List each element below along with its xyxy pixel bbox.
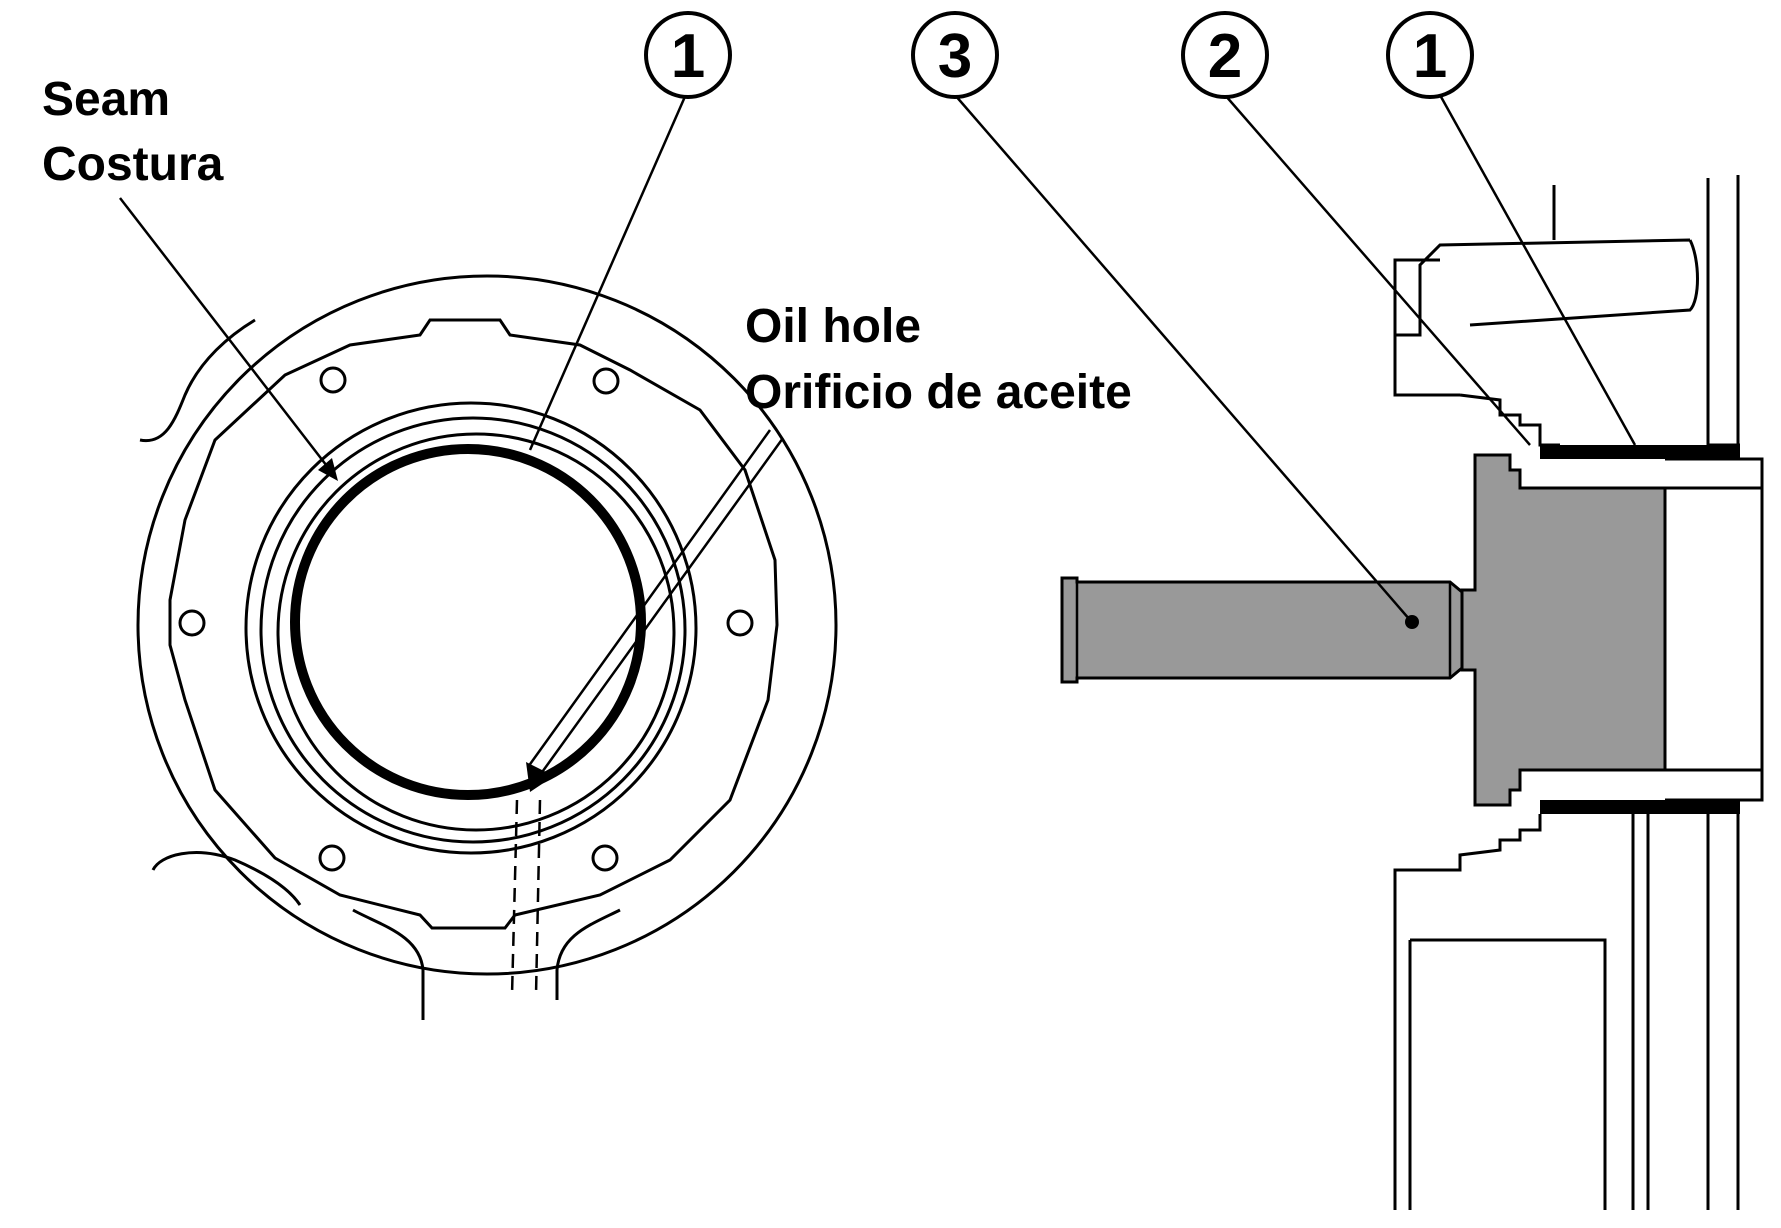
callout-right-1-circle xyxy=(1386,11,1474,99)
housing-stem xyxy=(352,908,425,1020)
lower-seal-step xyxy=(1393,814,1542,940)
bolt-hole-left xyxy=(178,609,206,637)
oil-hole-arrowhead xyxy=(526,762,554,792)
seam-arrowhead xyxy=(318,458,338,481)
retainer-right-outline xyxy=(1665,457,1764,802)
bore-ring-outer xyxy=(244,401,698,855)
seal-ring xyxy=(290,444,646,800)
oil-passage-dash-right xyxy=(534,799,542,996)
lower-housing-body xyxy=(1393,938,1607,1210)
seam-label-en: Seam xyxy=(42,73,170,126)
callout-left-1-number: 1 xyxy=(671,22,705,91)
callout-right-3-dot xyxy=(1405,615,1419,629)
section-view xyxy=(954,94,1764,1210)
bolt-hole-top-left xyxy=(319,366,347,394)
flange-outline xyxy=(168,318,779,930)
bore-ring-inner xyxy=(276,432,676,832)
bolt-hole-bottom-right xyxy=(591,844,619,872)
callout-right-2-circle xyxy=(1181,11,1269,99)
housing-left-upper-curve xyxy=(139,318,256,443)
bolt-hole-top-right xyxy=(592,367,620,395)
seal-bottom-band xyxy=(1540,800,1740,814)
seam-leader-line xyxy=(119,197,331,471)
front-view xyxy=(119,91,838,1020)
upper-seal-step xyxy=(1459,393,1560,447)
callout-right-2-number: 2 xyxy=(1208,22,1242,91)
seam-label-es: Costura xyxy=(42,138,224,191)
callout-right-1-leader xyxy=(1438,94,1637,446)
callout-left-1-circle xyxy=(644,11,732,99)
upper-housing-right xyxy=(1706,310,1740,447)
callout-right-1: 1 xyxy=(1386,11,1474,99)
callout-right-1-number: 1 xyxy=(1413,22,1447,91)
housing-outer-circle xyxy=(136,274,838,976)
callout-right-3: 3 xyxy=(911,11,999,99)
bore-ring-middle xyxy=(259,416,687,844)
bolt-hole-right xyxy=(726,609,754,637)
upper-housing-pocket xyxy=(1393,238,1699,397)
bolt-hole-bottom-left xyxy=(318,844,346,872)
callout-right-3-leader xyxy=(954,94,1411,621)
shaft-flange-part xyxy=(1460,453,1667,807)
housing-left-lower-curve xyxy=(151,851,302,906)
oil-hole-label-es: Orificio de aceite xyxy=(745,366,1132,419)
housing-stem-right xyxy=(555,908,621,1000)
oil-passage-dash-left xyxy=(510,799,519,996)
oil-hole-leader xyxy=(526,429,785,776)
upper-step xyxy=(1393,258,1440,335)
callout-left-1: 1 xyxy=(644,11,732,99)
callout-right-2: 2 xyxy=(1181,11,1269,99)
oil-hole-label-en: Oil hole xyxy=(745,300,921,353)
callout-right-3-number: 3 xyxy=(938,22,972,91)
callout-right-2-leader xyxy=(1224,94,1531,446)
shaft-body xyxy=(1060,576,1464,684)
callout-left-1-leader xyxy=(528,91,689,451)
callout-right-3-circle xyxy=(911,11,999,99)
seal-top-band xyxy=(1540,445,1740,459)
